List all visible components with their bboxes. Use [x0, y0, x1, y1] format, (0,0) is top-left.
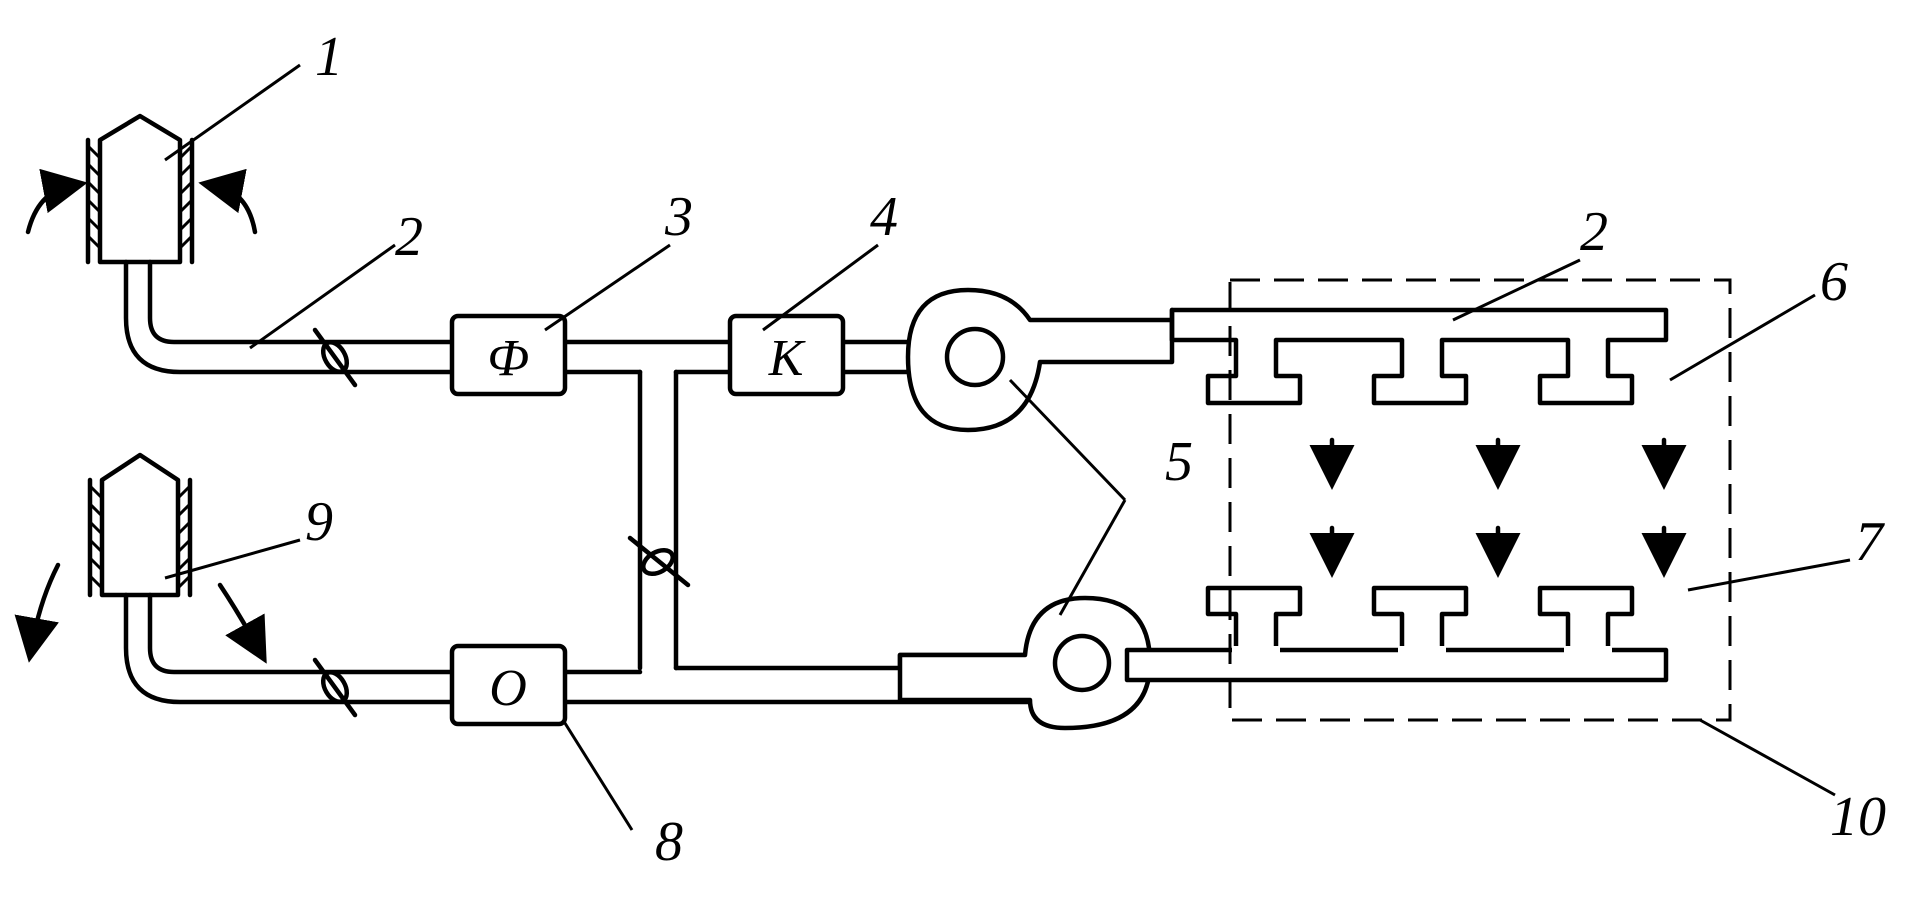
- return-box: О: [449, 643, 568, 727]
- return-manifold: [1124, 585, 1669, 683]
- damper-upper: [312, 327, 358, 388]
- room-boundary: [1228, 278, 1732, 722]
- filter-box: Ф: [449, 313, 568, 397]
- intake-airflow-arrow-right: [198, 168, 258, 235]
- cooler-box: К: [727, 313, 846, 397]
- label-room: 10: [1830, 786, 1886, 848]
- leader-lines: [164, 63, 1851, 831]
- intake-airflow-arrow-left: [25, 168, 88, 235]
- upper-duct: [123, 259, 948, 388]
- label-fans: 5: [1165, 431, 1193, 493]
- label-supply-outlets: 6: [1820, 251, 1848, 313]
- room-airflow-arrows: [1309, 437, 1687, 578]
- cooler-letter: К: [768, 330, 806, 387]
- return-letter: О: [489, 660, 527, 717]
- supply-manifold: [1169, 307, 1669, 406]
- label-return-unit: 8: [655, 811, 683, 873]
- label-cooler: 4: [870, 186, 898, 248]
- exhaust-airflow-arrow-left: [14, 562, 61, 663]
- filter-letter: Ф: [487, 330, 529, 387]
- damper-lower: [312, 657, 358, 718]
- label-duct-upper: 2: [395, 206, 423, 268]
- label-intake: 1: [315, 26, 343, 88]
- exhaust-airflow-arrow-right: [217, 582, 267, 664]
- label-filter: 3: [664, 186, 693, 248]
- intake-hood: [25, 113, 258, 265]
- damper-bypass: [627, 535, 691, 588]
- bypass-duct: [627, 369, 691, 671]
- label-return-inlets: 7: [1855, 511, 1885, 573]
- supply-fan: [905, 287, 1175, 433]
- label-duct-manifold: 2: [1580, 201, 1608, 263]
- exhaust-hood: [14, 452, 267, 664]
- label-exhaust: 9: [305, 491, 333, 553]
- return-fan: [897, 595, 1153, 731]
